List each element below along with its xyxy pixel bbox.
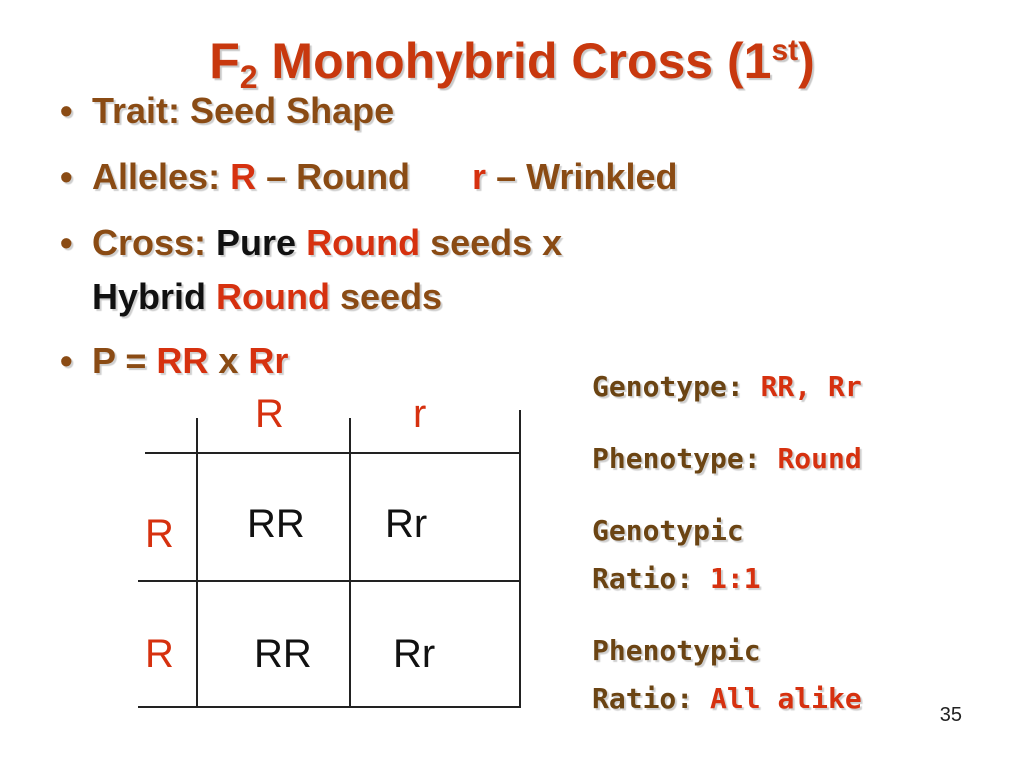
cell-2-1: RR — [254, 632, 312, 676]
bullet-dot-icon: • — [60, 340, 73, 381]
grid-vline-2 — [349, 418, 351, 708]
col-header-1: R — [255, 392, 284, 436]
row-header-1: R — [145, 512, 174, 556]
bullet-cross-continuation: Hybrid Round seeds — [92, 276, 443, 317]
bullet-dot-icon: • — [60, 222, 73, 263]
grid-hline-3 — [138, 706, 521, 708]
grid-hline-1 — [145, 452, 521, 454]
phenotypic-ratio-label: Phenotypic — [592, 634, 761, 667]
grid-hline-2 — [138, 580, 521, 582]
genotypic-ratio-label: Genotypic — [592, 514, 744, 547]
slide-title: F2 Monohybrid Cross (1st) — [209, 33, 815, 95]
row-header-2: R — [145, 632, 174, 676]
cell-2-2: Rr — [393, 632, 436, 676]
cell-1-2: Rr — [385, 502, 428, 546]
page-number: 35 — [939, 704, 962, 726]
cell-1-1: RR — [247, 502, 305, 546]
grid-vline-1 — [196, 418, 198, 708]
genotypic-ratio-line: Ratio: 1:1 — [592, 562, 761, 595]
grid-vline-3 — [519, 410, 521, 708]
phenotype-line: Phenotype: Round — [592, 442, 862, 475]
genotype-line: Genotype: RR, Rr — [592, 370, 862, 403]
bullet-dot-icon: • — [60, 156, 73, 197]
col-header-2: r — [413, 392, 427, 436]
bullet-dot-icon: • — [60, 90, 73, 131]
phenotypic-ratio-line: Ratio: All alike — [592, 682, 862, 715]
